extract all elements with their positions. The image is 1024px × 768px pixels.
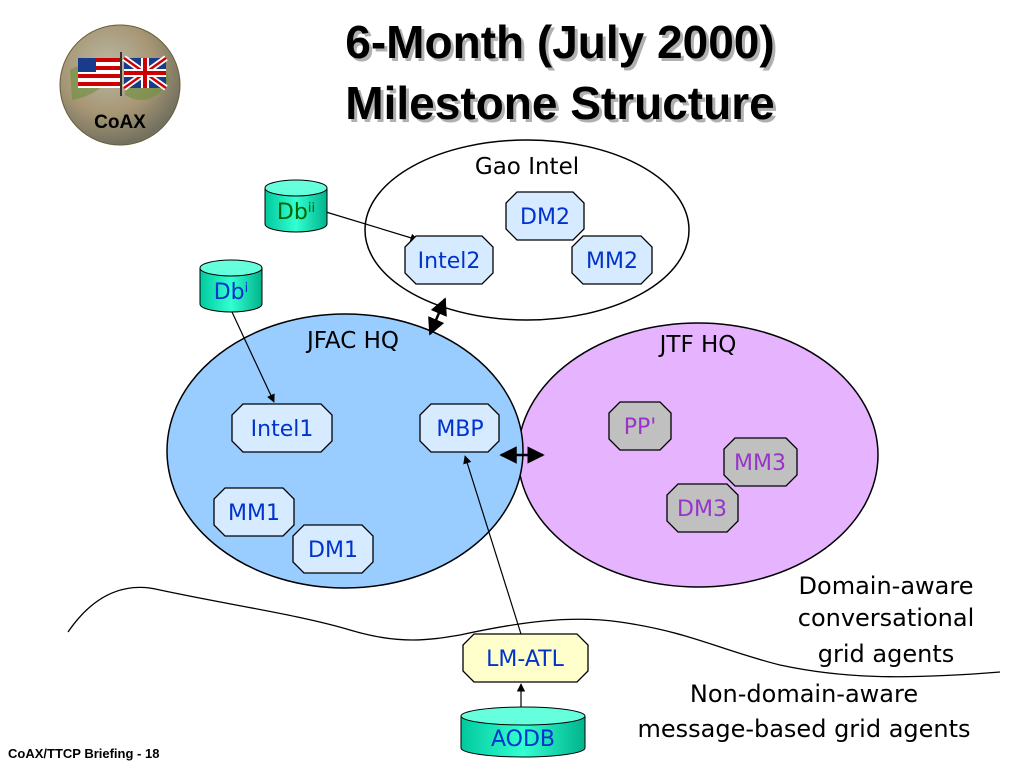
- dm3-label: DM3: [677, 497, 727, 522]
- dm1-label: DM1: [308, 538, 358, 563]
- db-i-to-intel1-arrow: [231, 311, 275, 403]
- title-line-1: 6-Month (July 2000): [345, 16, 774, 68]
- dm2-agent: DM2: [505, 191, 585, 241]
- mbp-label: MBP: [436, 417, 483, 442]
- intel2-agent: Intel2: [404, 235, 494, 285]
- intel1-label: Intel1: [251, 417, 314, 442]
- pp-agent: PP': [608, 401, 672, 451]
- title-shadow-1: 6-Month (July 2000): [348, 19, 777, 71]
- title-line-2: Milestone Structure: [345, 77, 774, 129]
- mm1-agent: MM1: [213, 487, 295, 537]
- dm1-agent: DM1: [292, 524, 374, 574]
- dm3-agent: DM3: [666, 483, 739, 533]
- domain-aware-note: Domain-aware conversational grid agents: [798, 572, 974, 668]
- domain-divider-curve: [67, 586, 1001, 678]
- db-ii-to-intel2-arrow: [325, 211, 419, 242]
- domain-aware-line-2: conversational: [798, 604, 974, 632]
- db-i-label: Dbi: [214, 280, 249, 305]
- pp-label: PP': [624, 415, 657, 440]
- intel2-label: Intel2: [418, 249, 481, 274]
- aodb-database-icon: AODB: [460, 706, 586, 758]
- non-domain-aware-line-1: Non-domain-aware: [690, 680, 918, 708]
- domain-aware-line-3: grid agents: [818, 640, 954, 668]
- db-ii-database-icon: Dbii: [264, 179, 328, 233]
- lm-atl-label: LM-ATL: [486, 647, 564, 672]
- lm-atl-to-mbp-arrow: [463, 455, 522, 635]
- footer-text: CoAX/TTCP Briefing - 18: [8, 746, 159, 761]
- dm2-label: DM2: [520, 205, 570, 230]
- gao-intel-label: Gao Intel: [475, 154, 579, 180]
- non-domain-aware-line-2: message-based grid agents: [637, 715, 970, 743]
- mm2-label: MM2: [586, 249, 638, 274]
- domain-aware-line-1: Domain-aware: [799, 572, 974, 600]
- mbp-agent: MBP: [419, 403, 500, 453]
- non-domain-aware-note: Non-domain-aware message-based grid agen…: [637, 680, 970, 743]
- gao-intel-region: [364, 139, 690, 321]
- title-shadow-2: Milestone Structure: [348, 80, 777, 132]
- page-title: 6-Month (July 2000) Milestone Structure …: [345, 16, 777, 132]
- mm1-label: MM1: [228, 501, 280, 526]
- db-ii-label: Dbii: [277, 200, 315, 225]
- jtf-hq-label: JTF HQ: [658, 332, 737, 358]
- lm-atl-agent: LM-ATL: [462, 633, 589, 683]
- intel1-agent: Intel1: [231, 403, 333, 453]
- mm3-label: MM3: [734, 451, 786, 476]
- mm3-agent: MM3: [723, 437, 798, 487]
- uk-flag-icon: [122, 55, 168, 91]
- aodb-label: AODB: [491, 727, 555, 752]
- gao-jfac-link-arrow: [428, 297, 447, 336]
- jtf-hq-region: [517, 322, 879, 588]
- us-flag-icon: [78, 58, 120, 88]
- jfac-hq-label: JFAC HQ: [305, 328, 399, 354]
- coax-logo: CoAX: [59, 24, 181, 146]
- logo-text: CoAX: [94, 112, 146, 133]
- mm2-agent: MM2: [571, 235, 653, 285]
- db-i-database-icon: Dbi: [199, 259, 263, 313]
